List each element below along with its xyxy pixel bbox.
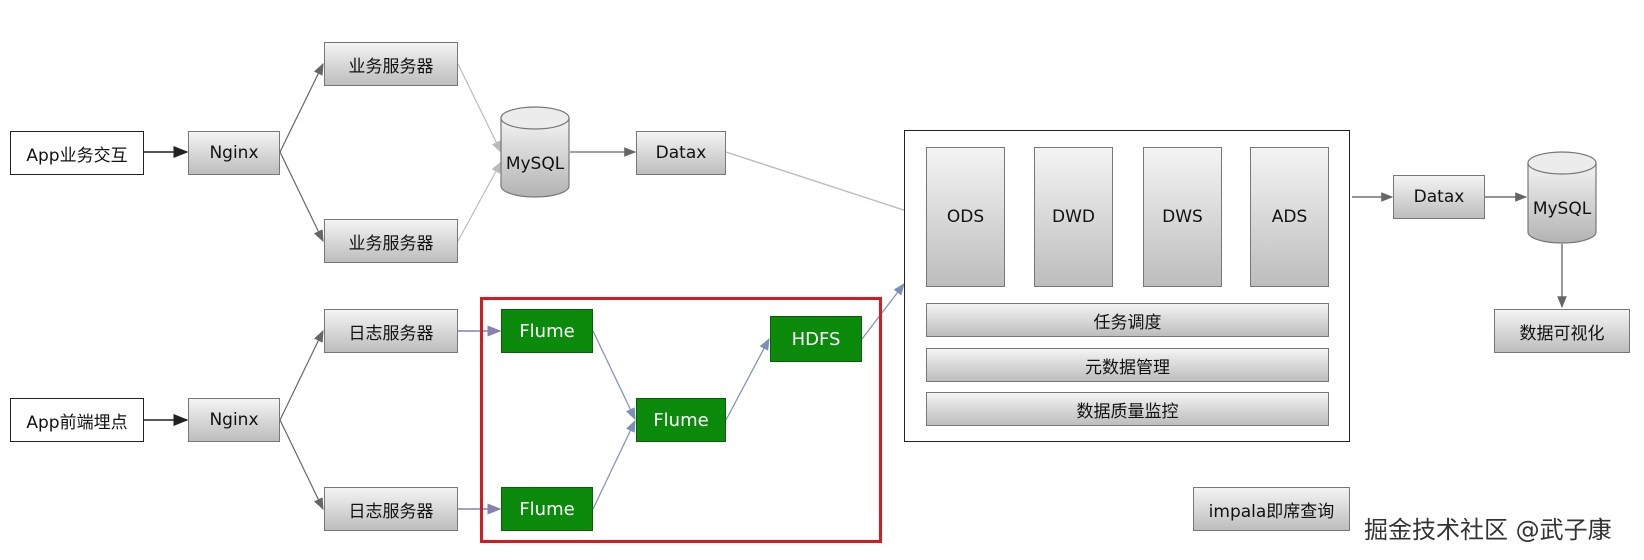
layer-dws-label: DWS <box>1162 207 1203 227</box>
layer-ads: ADS <box>1250 147 1329 287</box>
arrow-nginx-log1 <box>279 329 324 421</box>
log-server-1-node: 日志服务器 <box>324 309 458 353</box>
log-server-1-label: 日志服务器 <box>348 323 434 344</box>
hdfs-label: HDFS <box>791 328 841 350</box>
app-track-node: App前端埋点 <box>10 398 144 442</box>
biz-server-1-node: 业务服务器 <box>324 42 458 86</box>
app-track-label: App前端埋点 <box>26 412 128 433</box>
impala-label: impala即席查询 <box>1208 501 1335 522</box>
app-biz-node: App业务交互 <box>10 131 144 175</box>
arrow-nginx-biz1 <box>279 62 324 153</box>
database-icon <box>1527 151 1597 244</box>
layer-dws: DWS <box>1143 147 1222 287</box>
flume-bottom-node: Flume <box>501 487 593 531</box>
layer-ods-label: ODS <box>946 207 985 227</box>
flume-mid-node: Flume <box>636 398 726 442</box>
layer-ads-label: ADS <box>1271 207 1308 227</box>
service-scheduling-label: 任务调度 <box>1093 312 1162 333</box>
service-scheduling: 任务调度 <box>926 303 1329 337</box>
service-data-quality-label: 数据质量监控 <box>1076 401 1179 422</box>
flume-mid-label: Flume <box>653 409 709 431</box>
arrow-hdfs-warehouse <box>861 283 905 340</box>
watermark-text: 掘金技术社区 @武子康 <box>1364 516 1612 544</box>
arrow-biz1-mysql <box>457 63 502 154</box>
service-metadata: 元数据管理 <box>926 348 1329 382</box>
layer-dwd: DWD <box>1034 147 1113 287</box>
biz-server-2-node: 业务服务器 <box>324 219 458 263</box>
visualization-node: 数据可视化 <box>1494 309 1630 353</box>
flume-top-label: Flume <box>519 320 575 342</box>
log-server-2-node: 日志服务器 <box>324 487 458 531</box>
arrow-datax-ods <box>725 151 927 219</box>
service-data-quality: 数据质量监控 <box>926 392 1329 426</box>
biz-server-1-label: 业务服务器 <box>348 56 434 77</box>
mysql-source-label: MySQL <box>505 154 565 174</box>
mysql-target-label: MySQL <box>1532 199 1592 219</box>
app-biz-label: App业务交互 <box>26 145 128 166</box>
arrow-nginx-biz2 <box>279 151 324 243</box>
impala-node: impala即席查询 <box>1193 487 1350 531</box>
datax-out-node: Datax <box>1393 175 1485 219</box>
datax-in-node: Datax <box>636 131 726 175</box>
arrow-biz2-mysql <box>457 160 502 242</box>
arrow-flume2-flumemid <box>592 419 636 510</box>
arrow-flumemid-hdfs <box>725 337 770 421</box>
datax-out-label: Datax <box>1413 187 1465 207</box>
service-metadata-label: 元数据管理 <box>1085 357 1170 378</box>
hdfs-node: HDFS <box>770 316 862 362</box>
arrow-nginx-log2 <box>279 419 324 511</box>
biz-server-2-label: 业务服务器 <box>348 233 434 254</box>
nginx-top-label: Nginx <box>209 143 259 163</box>
mysql-target-db: MySQL <box>1527 151 1597 244</box>
mysql-source-db: MySQL <box>500 106 570 198</box>
flume-bottom-label: Flume <box>519 498 575 520</box>
visualization-label: 数据可视化 <box>1519 323 1605 344</box>
layer-ods: ODS <box>926 147 1005 287</box>
log-server-2-label: 日志服务器 <box>348 501 434 522</box>
log-pipeline-highlight <box>480 297 882 543</box>
arrow-flume1-flumemid <box>592 330 636 421</box>
database-icon <box>500 106 570 198</box>
nginx-bottom-label: Nginx <box>209 410 259 430</box>
nginx-bottom-node: Nginx <box>188 398 280 442</box>
datax-in-label: Datax <box>655 143 707 163</box>
nginx-top-node: Nginx <box>188 131 280 175</box>
layer-dwd-label: DWD <box>1052 207 1095 227</box>
flume-top-node: Flume <box>501 309 593 353</box>
